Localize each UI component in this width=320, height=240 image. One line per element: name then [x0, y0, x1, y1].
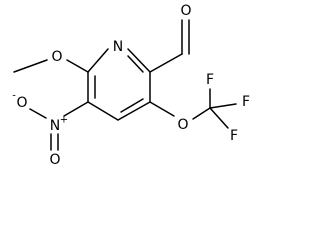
bond-ring-n-c2 — [87, 48, 109, 73]
chemical-structure: N O O N + O - O O F F F — [12, 3, 250, 168]
bond-ring-double-c6-n — [127, 55, 144, 73]
bond-ring-c4-c5 — [117, 101, 151, 121]
atom-o-ether: O — [177, 117, 188, 133]
atom-o-aldehyde: O — [180, 3, 191, 19]
bond-cf3-f-right — [209, 103, 237, 109]
bond-nitro-o-top — [29, 108, 47, 119]
bond-ring-c6-n — [127, 48, 151, 73]
pyridine-ring — [87, 48, 151, 121]
atom-n-ring: N — [113, 39, 123, 55]
bond-o-methyl — [13, 59, 48, 73]
atom-o-nitro-top: O — [16, 95, 27, 111]
bond-ring-double-c4-c5 — [120, 98, 144, 113]
atom-f-right: F — [242, 94, 250, 110]
bond-o-cf3 — [192, 107, 211, 120]
bond-c5-o-ether — [149, 101, 175, 117]
atom-o-nitro-bottom: O — [49, 152, 60, 168]
bond-c2-o-methoxy — [66, 59, 89, 73]
bond-cf3-f-bottom — [209, 107, 229, 129]
charge-plus-nitro-n: + — [60, 115, 68, 126]
atom-f-bottom: F — [230, 128, 238, 144]
bond-ring-c3-c4 — [87, 101, 119, 121]
bond-c6-cho — [149, 53, 183, 73]
atom-n-nitro: N — [50, 118, 60, 134]
atom-f-top: F — [206, 72, 214, 88]
bond-c3-n-nitro — [63, 101, 89, 117]
atom-o-methoxy: O — [51, 49, 62, 65]
charge-minus-nitro-o: - — [12, 91, 16, 102]
